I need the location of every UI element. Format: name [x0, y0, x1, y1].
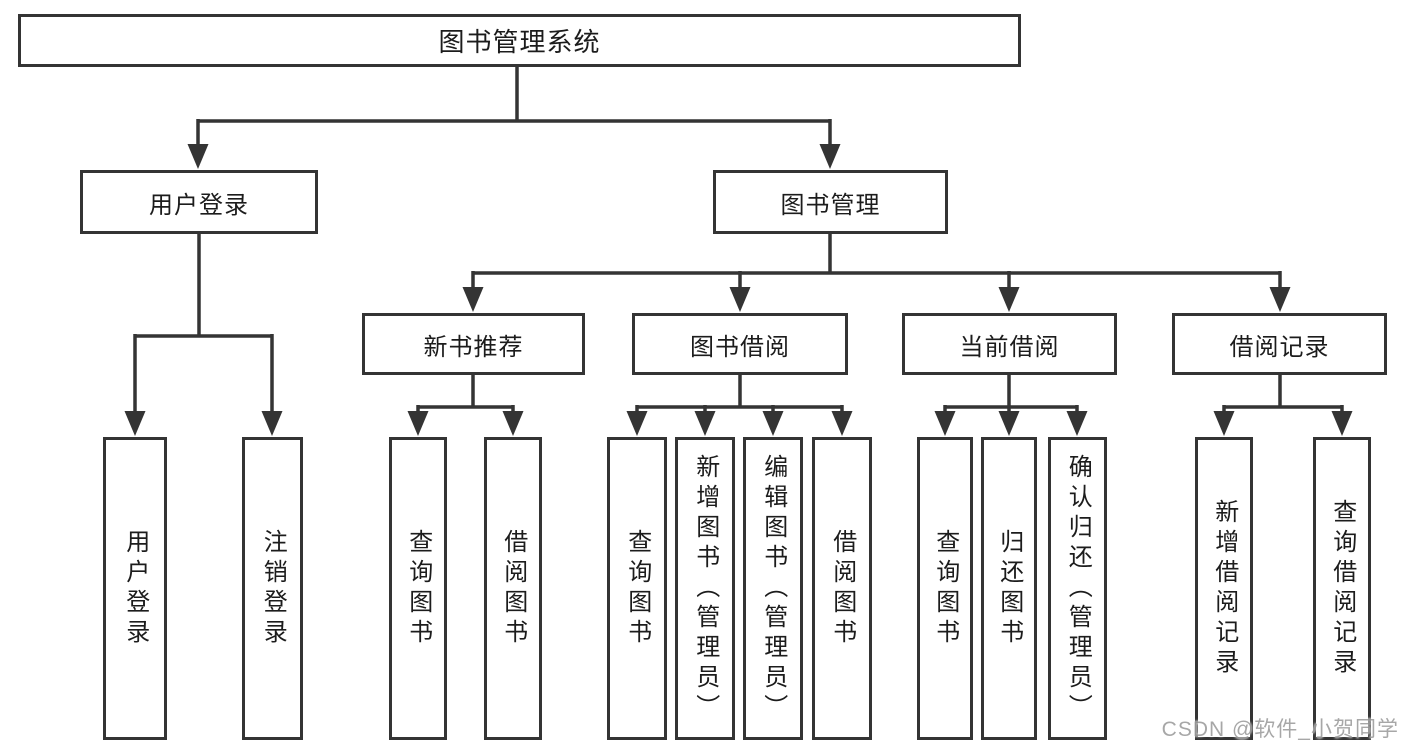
node-borrow-records: 借阅记录	[1172, 313, 1387, 375]
leaf-borrow-book: 借阅图书	[812, 437, 872, 740]
node-new-book-recommend: 新书推荐	[362, 313, 585, 375]
node-book-borrow: 图书借阅	[632, 313, 848, 375]
leaf-query-borrow-record: 查询借阅记录	[1313, 437, 1371, 740]
leaf-query-book-recommend: 查询图书	[389, 437, 447, 740]
leaf-add-borrow-record: 新增借阅记录	[1195, 437, 1253, 740]
node-current-borrow: 当前借阅	[902, 313, 1117, 375]
node-library-management-system: 图书管理系统	[18, 14, 1021, 67]
leaf-add-book-admin: 新增图书（管理员）	[675, 437, 735, 740]
leaf-query-book-current: 查询图书	[917, 437, 973, 740]
leaf-user-login: 用户登录	[103, 437, 167, 740]
arrowheads	[124, 144, 1353, 436]
csdn-watermark: CSDN @软件_小贺同学	[1161, 718, 1399, 741]
leaf-return-book: 归还图书	[981, 437, 1037, 740]
node-user-login: 用户登录	[80, 170, 318, 234]
leaf-edit-book-admin: 编辑图书（管理员）	[743, 437, 803, 740]
leaf-query-book-borrow: 查询图书	[607, 437, 667, 740]
node-book-management: 图书管理	[713, 170, 948, 234]
leaf-confirm-return-admin: 确认归还（管理员）	[1048, 437, 1107, 740]
leaf-logout: 注销登录	[242, 437, 303, 740]
leaf-borrow-book-recommend: 借阅图书	[484, 437, 542, 740]
